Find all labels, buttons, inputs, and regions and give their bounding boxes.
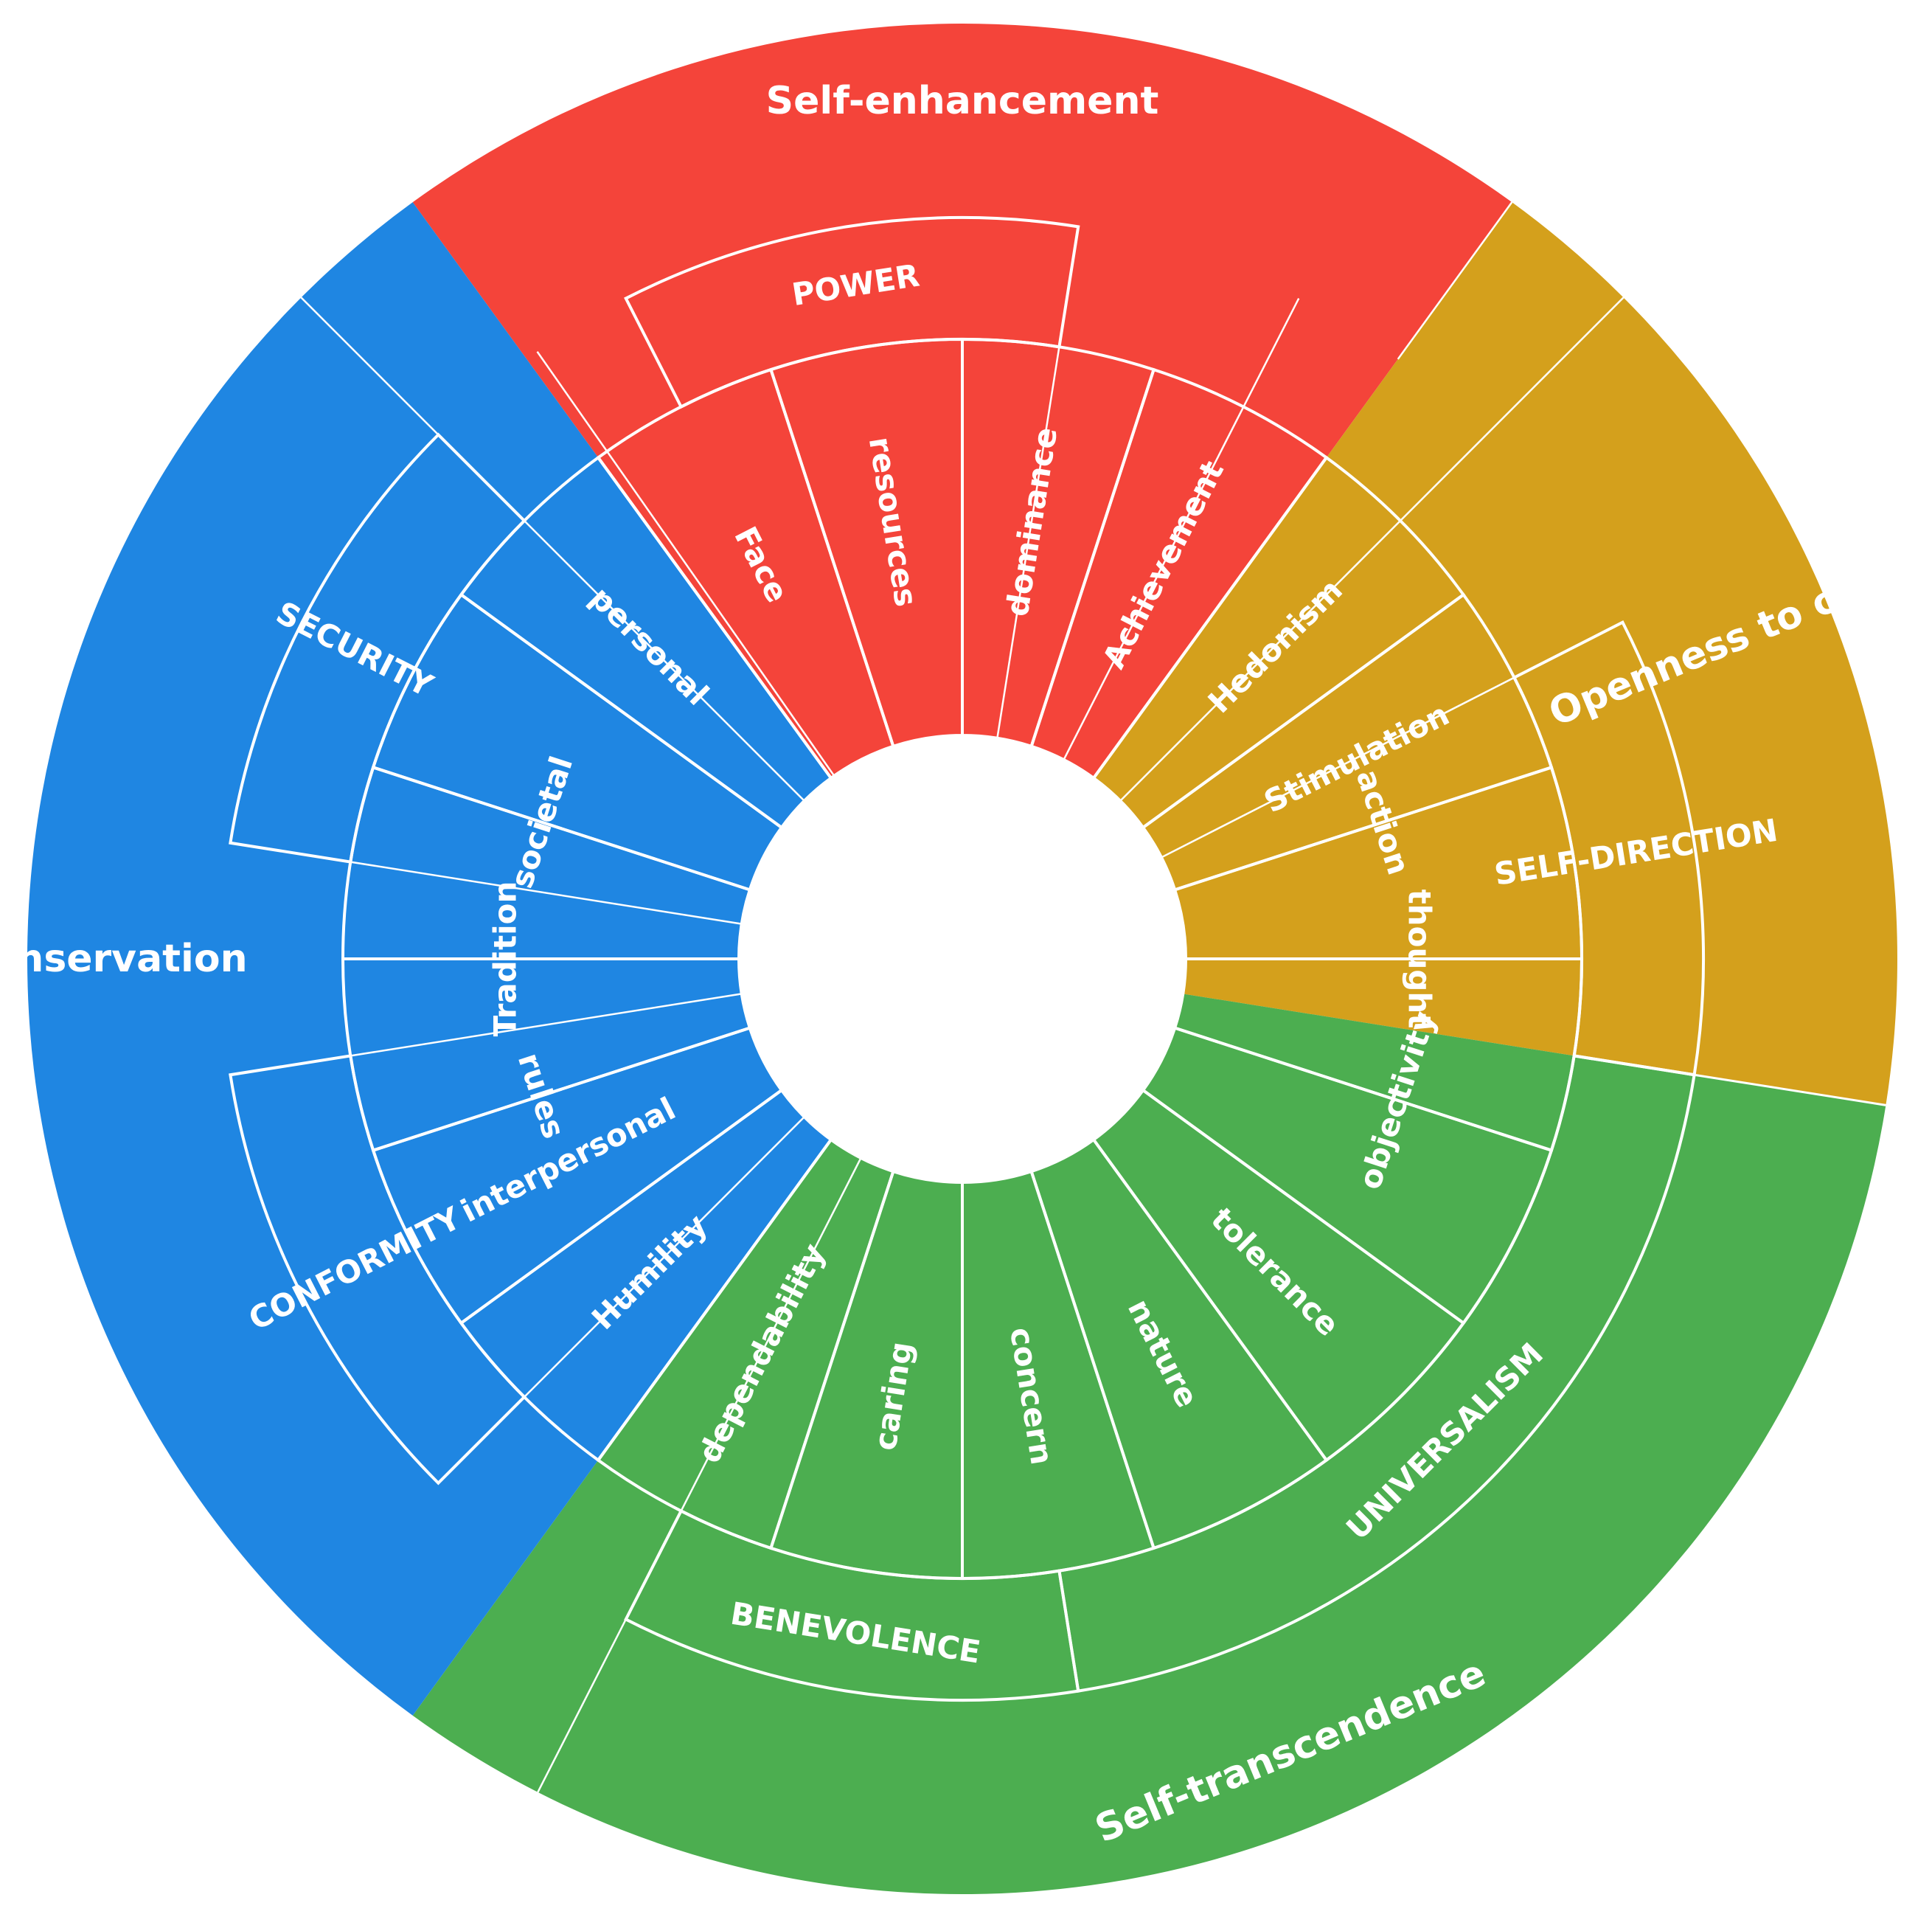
connector-line (437, 1116, 805, 1484)
connector-line (1119, 434, 1487, 802)
outer-label-self-enhancement: Self-enhancement (766, 79, 1159, 123)
inner-label-thought: thought (1402, 890, 1438, 1029)
inner-label-tradition: Tradition (487, 881, 524, 1037)
center-circle (739, 735, 1186, 1182)
connector-line (230, 993, 742, 1076)
outer-divider-line (1694, 1073, 1886, 1106)
sector-openness-to-change (1092, 202, 1898, 1106)
outer-divider-line (300, 297, 439, 436)
connector-line (1161, 621, 1624, 859)
connector-line (437, 434, 805, 802)
connector-line (230, 842, 742, 925)
outer-divider-line (537, 1618, 627, 1793)
connector-line (536, 351, 835, 777)
outer-divider-line (1397, 201, 1513, 360)
connector-line (625, 1157, 862, 1620)
connector-line (1063, 297, 1300, 760)
connector-line (996, 226, 1080, 738)
sector-self-transcendence (412, 994, 1886, 1895)
outer-divider-line (1485, 297, 1625, 436)
outer-label-conservation: Conservation (0, 937, 248, 981)
